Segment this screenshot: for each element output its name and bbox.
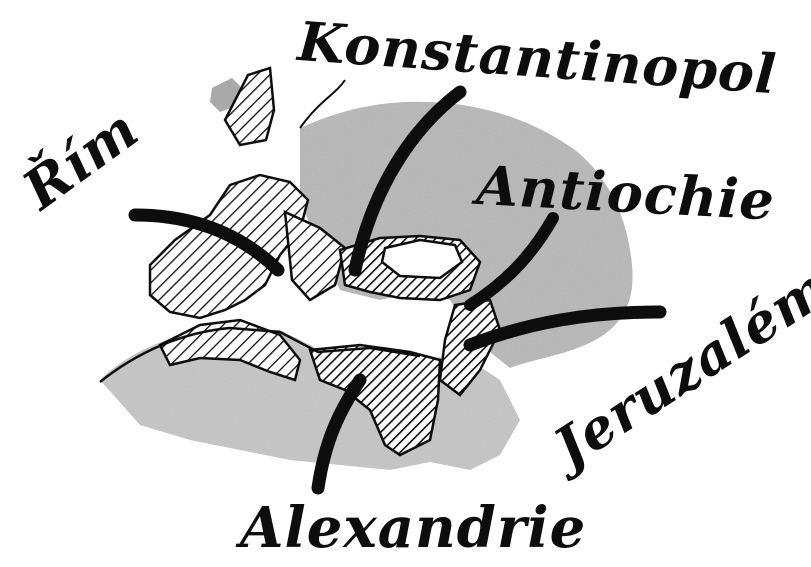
city-label-antiochie: Antiochie (475, 158, 776, 228)
hatched-region-italy (150, 175, 308, 318)
city-label-alexandrie: Alexandrie (240, 500, 586, 556)
